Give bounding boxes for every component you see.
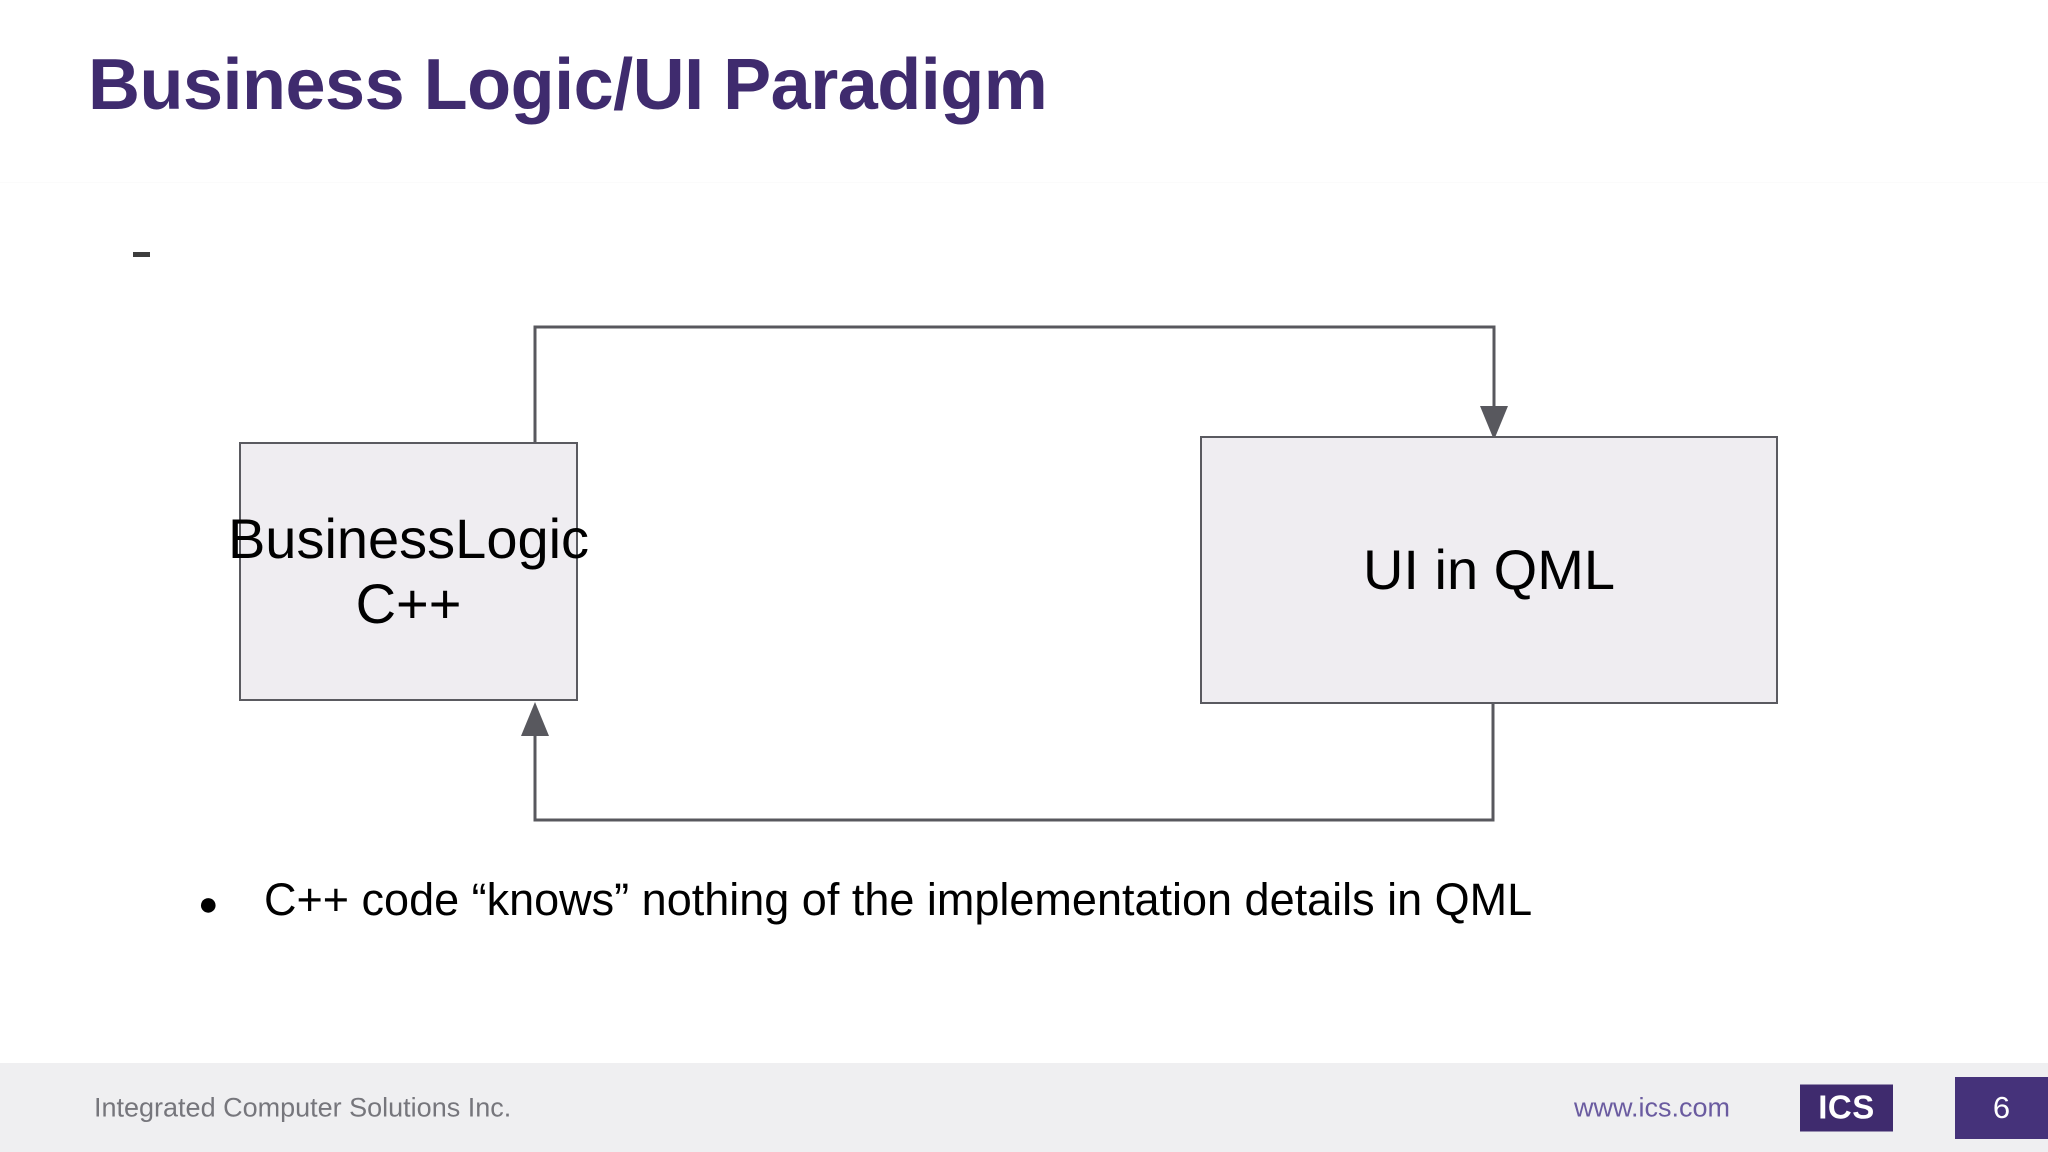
arrowhead-up-icon <box>521 702 549 736</box>
bullet-list-item: ● C++ code “knows” nothing of the implem… <box>198 875 1532 925</box>
arrowhead-down-icon <box>1480 406 1508 440</box>
diagram-node-business-logic: BusinessLogic C++ <box>228 442 589 701</box>
footer-website-link[interactable]: www.ics.com <box>1573 1092 1730 1122</box>
footer-company-name: Integrated Computer Solutions Inc. <box>94 1092 512 1122</box>
diagram-node-ui-qml: UI in QML <box>1200 436 1778 704</box>
edge-ui-to-businesslogic <box>533 704 1495 822</box>
dash-mark <box>133 252 150 257</box>
page-title: Business Logic/UI Paradigm <box>88 45 1048 125</box>
page-number-badge: 6 <box>1955 1076 2048 1139</box>
bullet-marker-icon: ● <box>198 885 219 923</box>
ics-logo: ICS <box>1800 1084 1893 1131</box>
title-divider <box>0 182 2048 183</box>
node-label-line2: C++ <box>355 571 462 635</box>
node-label-line1: UI in QML <box>1362 537 1616 601</box>
bullet-text: C++ code “knows” nothing of the implemen… <box>264 874 1533 925</box>
footer-bar: Integrated Computer Solutions Inc. www.i… <box>0 1063 2048 1152</box>
edge-businesslogic-to-ui <box>533 325 1496 442</box>
node-label-line1: BusinessLogic <box>227 506 590 570</box>
